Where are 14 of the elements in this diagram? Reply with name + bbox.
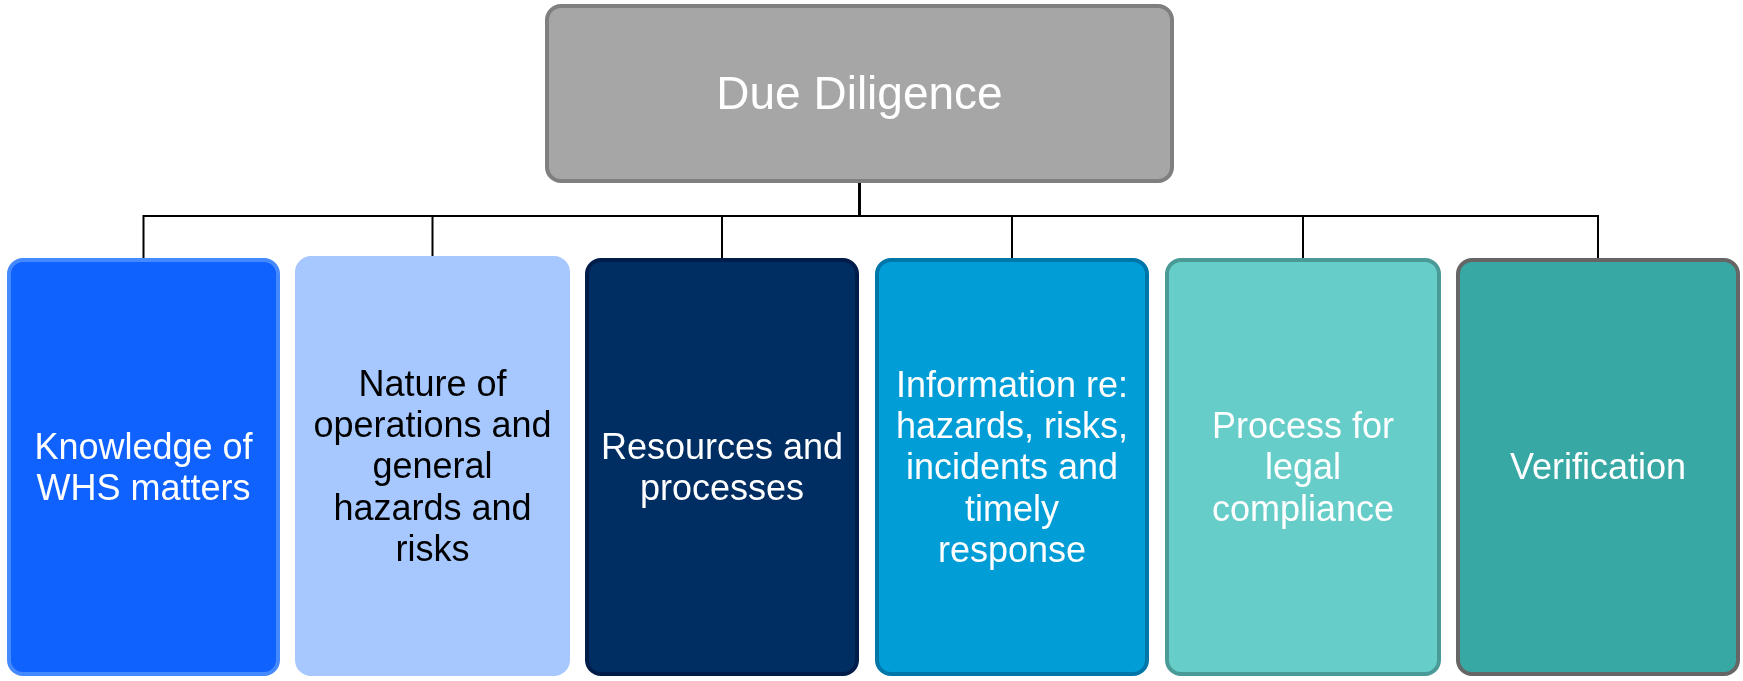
box-label: Process for legal compliance bbox=[1210, 404, 1396, 530]
box-label: Due Diligence bbox=[716, 67, 1003, 120]
category-box bbox=[875, 258, 1149, 676]
category-box bbox=[585, 258, 859, 676]
title-box bbox=[545, 4, 1174, 183]
category-box bbox=[1456, 258, 1740, 676]
category-box bbox=[1165, 258, 1441, 676]
category-box bbox=[7, 258, 280, 676]
box-label: Information re: hazards, risks, incidents and timely response bbox=[894, 363, 1130, 571]
box-label: Resources and processes bbox=[599, 425, 845, 509]
box-label: Knowledge of WHS matters bbox=[33, 425, 254, 509]
box-label: Nature of operations and general hazards and risks bbox=[312, 362, 553, 570]
box-label: Verification bbox=[1509, 446, 1687, 488]
category-box bbox=[295, 256, 570, 676]
